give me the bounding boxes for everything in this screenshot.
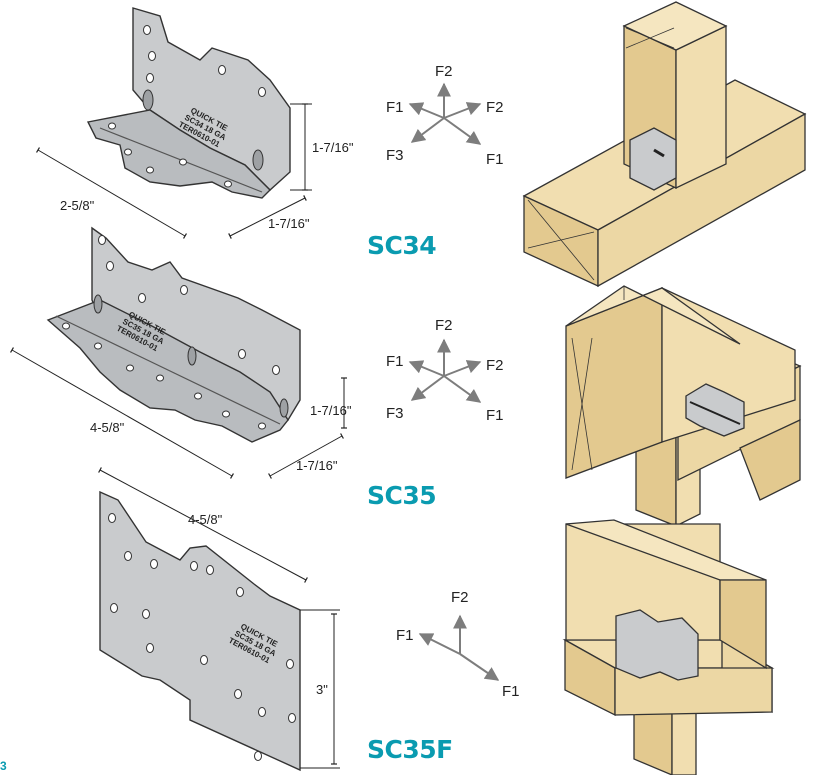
sc35f-dim-length: 4-5/8" (188, 512, 223, 527)
sc35f-plate (99, 490, 301, 772)
sc34-force-f2-up: F2 (435, 63, 453, 80)
sc35-dim-width: 1-7/16" (296, 458, 338, 473)
sc35f-dim-height: 3" (316, 682, 328, 697)
sc35-dim-length: 4-5/8" (90, 420, 125, 435)
sc35-installation (565, 285, 802, 528)
sc34-force-f1-right: F1 (486, 151, 504, 168)
sc35f-dimensions (98, 467, 340, 769)
sc35f-force-f1-right: F1 (502, 683, 520, 700)
sc34-installation (522, 1, 807, 288)
sc35-force-f2-up: F2 (435, 317, 453, 334)
sc34-model-label: SC34 (367, 231, 436, 260)
sc35-force-arrows (408, 338, 482, 403)
sc34-force-f1-left: F1 (386, 99, 404, 116)
sc35-model-label: SC35 (367, 481, 436, 510)
sc34-force-f3: F3 (386, 147, 404, 164)
sc35-force-f3: F3 (386, 405, 404, 422)
page-number: 3 (0, 759, 7, 773)
sc35f-force-f2: F2 (451, 589, 469, 606)
sc34-dim-width: 1-7/16" (268, 216, 310, 231)
sc35f-installation (562, 519, 775, 775)
sc35f-model-label: SC35F (367, 735, 453, 764)
sc34-force-f2-right: F2 (486, 99, 504, 116)
sc35-force-f1-right: F1 (486, 407, 504, 424)
sc34-force-arrows (408, 82, 482, 145)
sc35f-strap: QUICK TIE SC35 18 GA TER0610-01 (99, 490, 301, 772)
sc34-dim-height: 1-7/16" (312, 140, 354, 155)
sc34-dim-length: 2-5/8" (60, 198, 95, 213)
sc35-dim-height: 1-7/16" (310, 403, 352, 418)
sc34-dimensions (35, 103, 312, 239)
sc35-force-f1-left: F1 (386, 353, 404, 370)
sc35f-force-arrows (418, 614, 500, 681)
sc34-bracket: QUICK TIE SC34 18 GA TER0610-01 (86, 7, 291, 199)
sc35f-force-f1-left: F1 (396, 627, 414, 644)
sc35-bracket: QUICK TIE SC35 18 GA TER0610-01 (46, 226, 301, 443)
sc35-force-f2-right: F2 (486, 357, 504, 374)
